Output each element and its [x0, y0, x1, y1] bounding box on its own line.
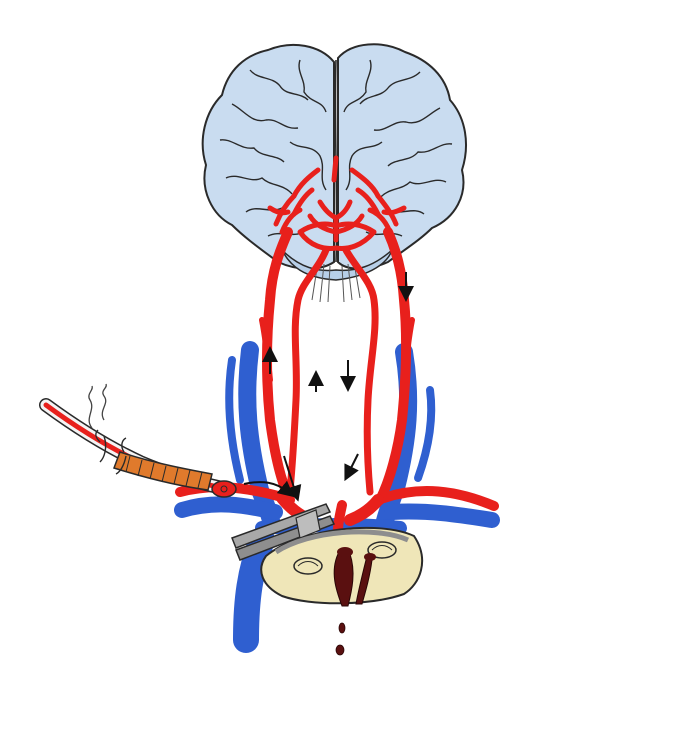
flow-arrow-icon — [344, 453, 359, 482]
arteries — [175, 155, 499, 535]
blood-drop-icon — [335, 622, 346, 656]
right-subclavian-artery — [379, 486, 499, 511]
blood-outflow — [333, 553, 373, 607]
flow-arrow-icon — [243, 480, 295, 498]
aortic-clamp-icon — [231, 503, 336, 561]
left-vertebral-artery — [286, 246, 330, 494]
flow-arrows — [243, 272, 414, 502]
cannula-icon — [39, 383, 237, 498]
graft-segment — [113, 451, 213, 491]
left-subclavian-vein — [174, 496, 283, 520]
right-vertebral-artery — [342, 246, 379, 496]
brain-gyri — [219, 59, 453, 237]
right-subclavian-vein — [384, 503, 500, 528]
aortic-valve-section — [260, 526, 424, 607]
brain-right-hemisphere — [337, 43, 467, 270]
graft-ribbing — [125, 455, 203, 489]
